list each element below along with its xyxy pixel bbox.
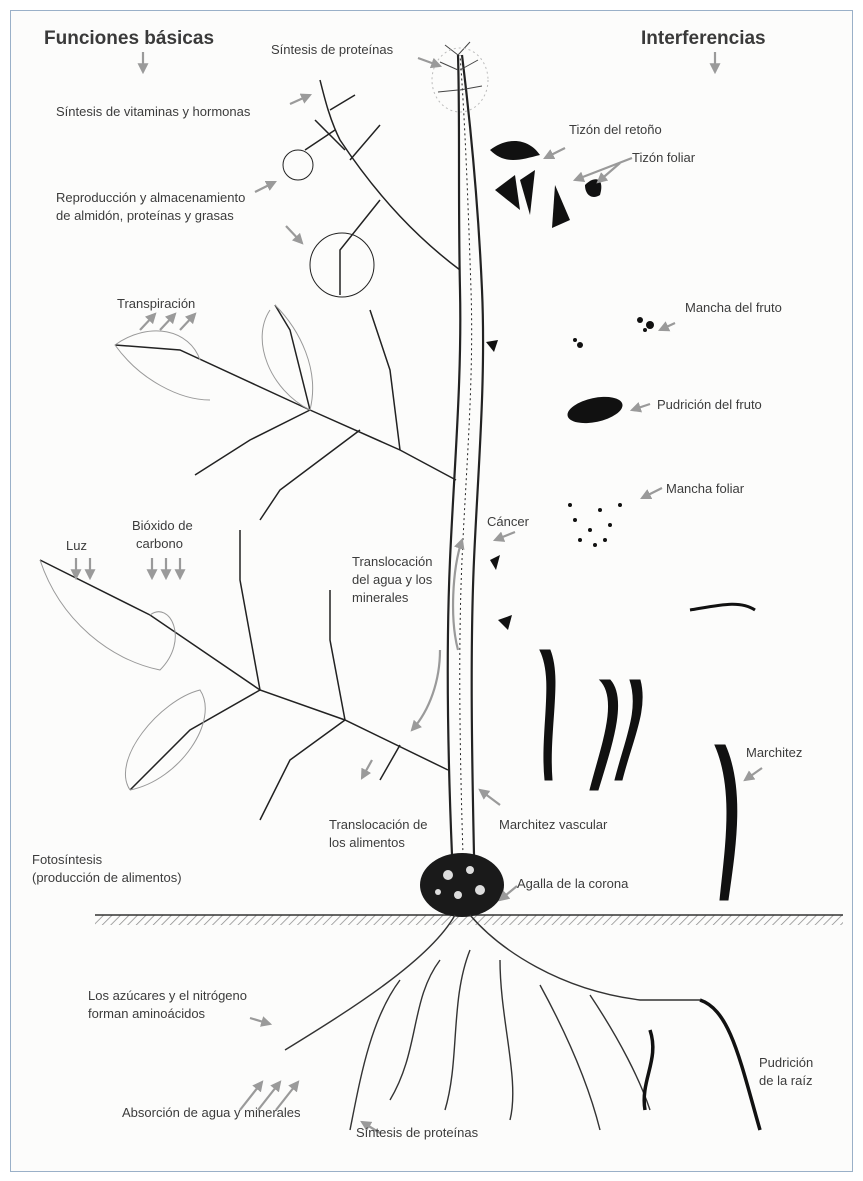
label-food-translocation-2: los alimentos — [329, 835, 405, 851]
label-water-translocation-1: Translocación — [352, 554, 432, 570]
label-protein-synthesis-root: Síntesis de proteínas — [356, 1125, 478, 1141]
label-water-translocation-2: del agua y los — [352, 572, 432, 588]
symptom-leaf-spot — [568, 503, 622, 547]
label-amino-acids-1: Los azúcares y el nitrógeno — [88, 988, 247, 1004]
header-basic-functions: Funciones básicas — [44, 28, 214, 50]
label-protein-synthesis-top: Síntesis de proteínas — [271, 42, 393, 58]
label-photosynthesis-2: (producción de alimentos) — [32, 870, 182, 886]
label-co2-2: carbono — [136, 536, 183, 552]
plant-stem — [448, 55, 483, 855]
label-root-rot-1: Pudrición — [759, 1055, 813, 1071]
label-reproduction-1: Reproducción y almacenamiento — [56, 190, 245, 206]
label-vitamin-synthesis: Síntesis de vitaminas y hormonas — [56, 104, 250, 120]
label-reproduction-2: de almidón, proteínas y grasas — [56, 208, 234, 224]
label-fruit-rot: Pudrición del fruto — [657, 397, 762, 413]
upper-branch — [283, 80, 460, 297]
label-food-translocation-1: Translocación de — [329, 817, 428, 833]
label-amino-acids-2: forman aminoácidos — [88, 1006, 205, 1022]
label-leaf-spot: Mancha foliar — [666, 481, 744, 497]
symptom-canker — [486, 340, 512, 630]
label-crown-gall: Agalla de la corona — [517, 876, 628, 892]
crown-gall — [420, 853, 504, 917]
label-shoot-blight: Tizón del retoño — [569, 122, 662, 138]
middle-leaf — [115, 305, 456, 520]
label-canker: Cáncer — [487, 514, 529, 530]
symptom-fruit-rot — [565, 392, 625, 427]
symptom-fruit-spot — [573, 317, 654, 348]
label-photosynthesis-1: Fotosíntesis — [32, 852, 102, 868]
label-light: Luz — [66, 538, 87, 554]
label-absorption: Absorción de agua y minerales — [122, 1105, 301, 1121]
label-transpiration: Transpiración — [117, 296, 195, 312]
symptom-shoot-blight — [490, 141, 540, 215]
label-water-translocation-3: minerales — [352, 590, 408, 606]
rotted-roots — [644, 1000, 760, 1130]
label-fruit-spot: Mancha del fruto — [685, 300, 782, 316]
symptom-wilt — [540, 604, 755, 900]
label-wilt: Marchitez — [746, 745, 802, 761]
label-leaf-blight: Tizón foliar — [632, 150, 695, 166]
label-root-rot-2: de la raíz — [759, 1073, 812, 1089]
symptom-leaf-blight — [552, 179, 601, 228]
label-vascular-wilt: Marchitez vascular — [499, 817, 607, 833]
label-co2-1: Bióxido de — [132, 518, 193, 534]
top-shoot — [432, 42, 488, 112]
roots — [285, 915, 700, 1130]
header-interferences: Interferencias — [641, 28, 766, 50]
